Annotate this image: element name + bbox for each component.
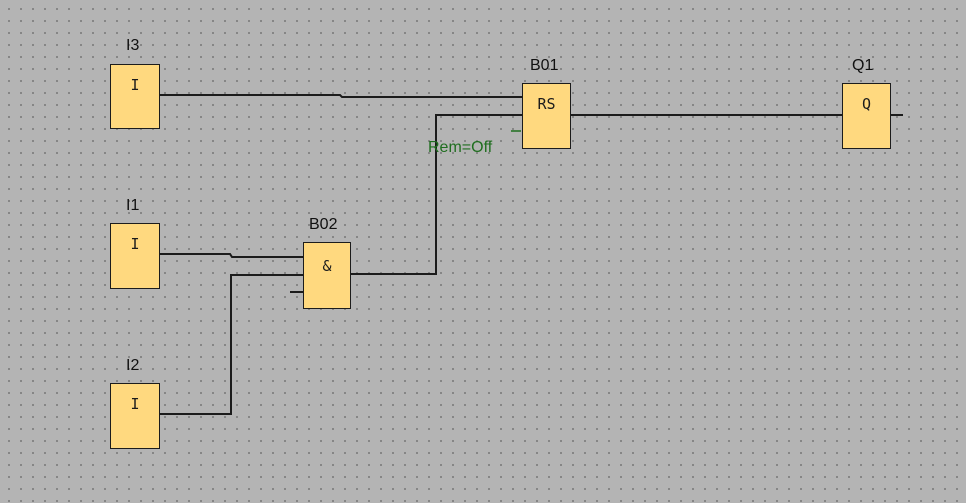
b01-symbol: RS (537, 95, 556, 113)
b02-label: B02 (309, 216, 338, 233)
i2-label: I2 (126, 357, 140, 374)
i1-symbol: I (130, 235, 140, 253)
output-block-q1[interactable]: Q (842, 83, 891, 149)
i3-label: I3 (126, 37, 140, 54)
b02-symbol: & (322, 257, 332, 275)
b01-parameter-rem[interactable]: Rem=Off (428, 139, 493, 156)
i3-symbol: I (130, 76, 140, 94)
b01-label: B01 (530, 57, 559, 74)
wire-i2-to-b02[interactable] (160, 274, 304, 415)
wire-b02-to-b01[interactable] (351, 114, 523, 275)
i1-label: I1 (126, 197, 140, 214)
wire-i1-to-b02[interactable] (160, 253, 304, 258)
and-block-b02[interactable]: & (303, 242, 351, 309)
input-block-i1[interactable]: I (110, 223, 160, 289)
input-block-i2[interactable]: I (110, 383, 160, 449)
i2-symbol: I (130, 395, 140, 413)
wire-i3-to-b01[interactable] (160, 94, 523, 98)
rs-block-b01[interactable]: RS (522, 83, 571, 149)
q1-label: Q1 (852, 57, 874, 74)
input-block-i3[interactable]: I (110, 64, 160, 129)
q1-symbol: Q (861, 95, 872, 113)
